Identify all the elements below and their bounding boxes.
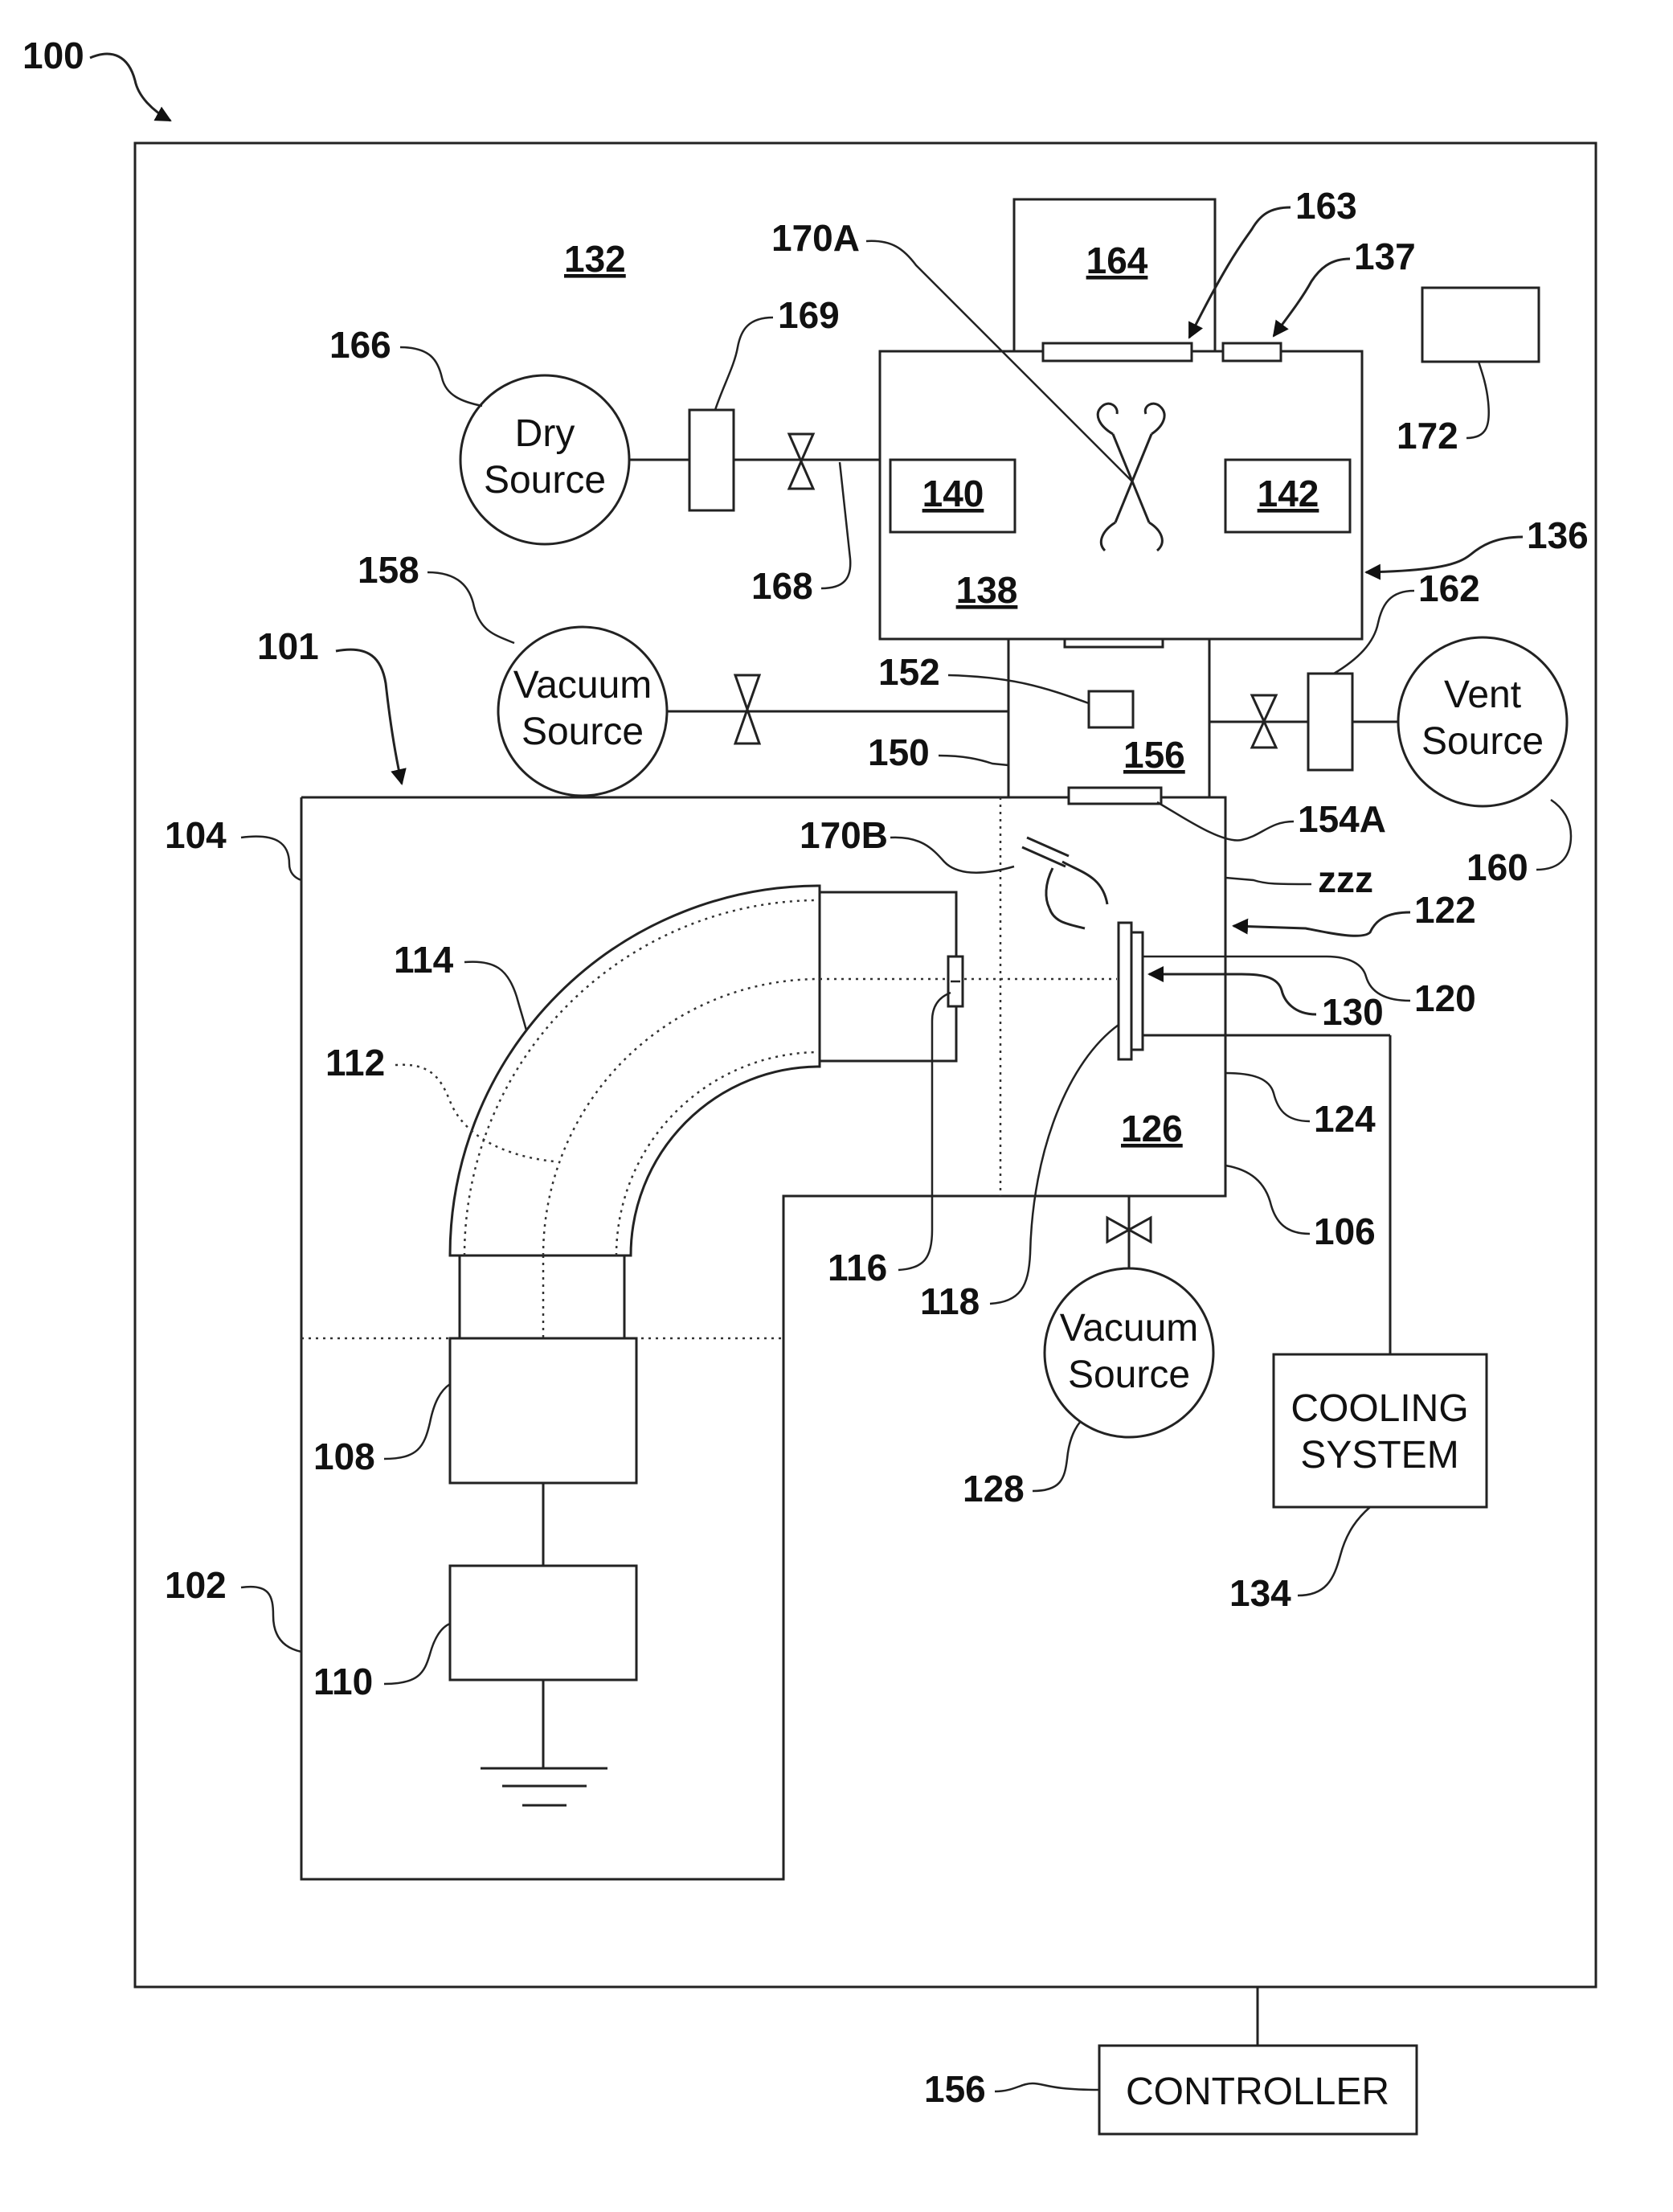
- ref-120: 120: [1414, 977, 1476, 1019]
- ref-150: 150: [868, 731, 930, 773]
- ref-116: 116: [828, 1247, 887, 1288]
- vent-source-line1: Vent: [1444, 674, 1521, 716]
- leader-168: [821, 462, 850, 588]
- dry-source-line2: Source: [484, 459, 606, 502]
- vent-source-line2: Source: [1421, 720, 1544, 763]
- ref-126: 126: [1121, 1108, 1183, 1149]
- vacuum-source-128-line2: Source: [1068, 1354, 1190, 1396]
- ref-152: 152: [878, 651, 940, 693]
- leader-110: [384, 1624, 450, 1684]
- ref-130: 130: [1322, 991, 1384, 1033]
- ref-156-loadlock: 156: [1123, 734, 1185, 776]
- leader-130: [1149, 974, 1316, 1014]
- leader-137: [1274, 259, 1350, 336]
- valve-154A: [1069, 788, 1161, 804]
- leader-101: [336, 649, 402, 784]
- ref-170A: 170A: [771, 217, 860, 259]
- ref-122: 122: [1414, 889, 1476, 931]
- cooling-system-134: [1274, 1354, 1487, 1507]
- beam-transport-tube: [820, 892, 956, 1061]
- ref-163: 163: [1295, 185, 1357, 227]
- ion-source-108: [450, 1338, 636, 1483]
- robot-arm-170B: [1022, 838, 1107, 928]
- leader-108: [384, 1384, 450, 1459]
- vacuum-source-158-line1: Vacuum: [513, 664, 652, 707]
- ref-101: 101: [257, 625, 319, 667]
- leader-122: [1233, 912, 1410, 936]
- ref-118: 118: [920, 1280, 980, 1322]
- ref-168: 168: [751, 565, 813, 607]
- dry-valve: [789, 434, 813, 489]
- ref-106: 106: [1314, 1210, 1376, 1252]
- vacuum-source-128-line1: Vacuum: [1060, 1307, 1199, 1350]
- ref-132: 132: [564, 238, 626, 280]
- analyzer-magnet-114: [450, 886, 820, 1256]
- ref-100: 100: [22, 35, 84, 76]
- ref-zzz: zzz: [1318, 858, 1373, 900]
- vacuum-source-128: [1045, 1268, 1213, 1437]
- ref-137: 137: [1354, 236, 1416, 277]
- ref-114: 114: [394, 939, 454, 981]
- cooling-system-line2: SYSTEM: [1300, 1434, 1458, 1477]
- leader-150: [939, 756, 1008, 765]
- substrate-118: [1119, 923, 1131, 1059]
- controller-label: CONTROLLER: [1126, 2071, 1389, 2113]
- leader-124: [1225, 1073, 1310, 1121]
- ref-108: 108: [313, 1436, 375, 1477]
- leader-134: [1298, 1507, 1370, 1596]
- ref-124: 124: [1314, 1098, 1376, 1140]
- ref-128: 128: [963, 1468, 1025, 1509]
- leader-172: [1466, 362, 1489, 438]
- platen-130: [1131, 932, 1143, 1050]
- leader-104: [241, 837, 301, 880]
- ref-138: 138: [956, 569, 1018, 611]
- device-172: [1422, 288, 1539, 362]
- ref-172: 172: [1397, 415, 1458, 457]
- ref-158: 158: [358, 549, 419, 591]
- cooling-system-line1: COOLING: [1291, 1387, 1468, 1430]
- leader-106: [1225, 1165, 1310, 1234]
- leader-158: [427, 572, 514, 643]
- ref-160: 160: [1466, 846, 1528, 888]
- leader-160: [1536, 800, 1571, 870]
- ref-110: 110: [313, 1661, 373, 1702]
- ref-162: 162: [1418, 567, 1480, 609]
- leader-156-controller: [995, 2083, 1099, 2091]
- ref-142: 142: [1258, 473, 1319, 514]
- leader-zzz: [1225, 878, 1311, 884]
- leader-118: [990, 1025, 1119, 1304]
- vacuum-source-158-line2: Source: [522, 711, 644, 753]
- ref-134: 134: [1229, 1572, 1291, 1614]
- vent-filter-162: [1308, 674, 1352, 770]
- loadlock-vacuum-valve: [735, 675, 759, 743]
- ref-170B: 170B: [800, 814, 888, 856]
- extraction-tube: [460, 1256, 624, 1338]
- sensor-137: [1223, 343, 1281, 361]
- ref-169: 169: [778, 294, 840, 336]
- wafer-sensor-152: [1089, 691, 1133, 727]
- ref-102: 102: [165, 1564, 227, 1606]
- ref-112: 112: [325, 1042, 385, 1083]
- ref-136: 136: [1527, 514, 1589, 556]
- dry-source-line1: Dry: [515, 412, 575, 455]
- ref-104: 104: [165, 814, 227, 856]
- ref-140: 140: [922, 473, 984, 514]
- leader-166: [400, 347, 482, 406]
- door-163: [1043, 343, 1192, 361]
- leader-114: [464, 962, 526, 1030]
- leader-128: [1033, 1421, 1081, 1491]
- ref-154A: 154A: [1298, 798, 1386, 840]
- leader-169: [715, 317, 773, 410]
- dry-filter-169: [689, 410, 734, 510]
- leader-170B: [890, 838, 1014, 873]
- ref-156-controller: 156: [924, 2068, 986, 2110]
- leader-100: [90, 54, 170, 121]
- ref-166: 166: [329, 324, 391, 366]
- ref-164: 164: [1086, 240, 1148, 281]
- power-supply-110: [450, 1566, 636, 1680]
- leader-102: [241, 1587, 301, 1652]
